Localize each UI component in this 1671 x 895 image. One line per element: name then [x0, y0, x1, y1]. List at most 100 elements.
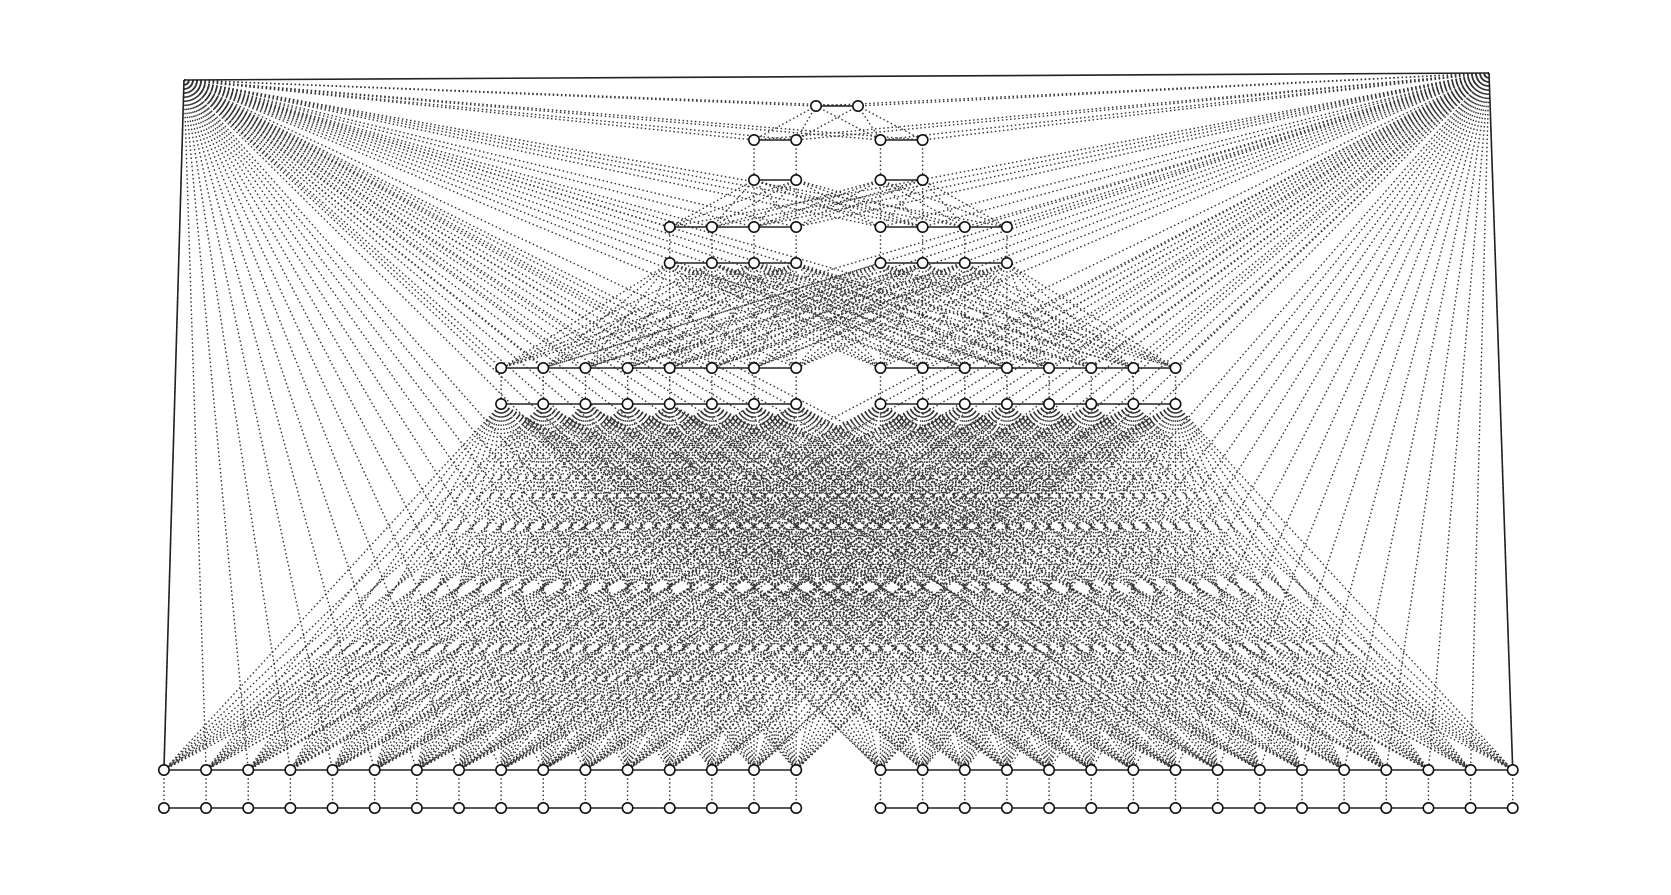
graph-node [790, 801, 803, 814]
hub-fan-edge [711, 72, 1490, 771]
graph-node [495, 397, 508, 410]
lattice-edge [627, 262, 965, 369]
lattice-edge [290, 403, 966, 771]
lattice-edge [205, 403, 797, 771]
hub-fan-edge [183, 79, 965, 228]
hub-fan-edge [183, 79, 502, 771]
graph-node [916, 256, 929, 269]
graph-node [748, 397, 761, 410]
lattice-edge [795, 179, 965, 228]
graph-node [1000, 361, 1013, 374]
hub-fan-edge [183, 79, 1134, 771]
hub-fan-edge [183, 79, 1387, 771]
graph-node [916, 763, 929, 776]
graph-node [705, 397, 718, 410]
lattice-edge [585, 403, 1176, 771]
graph-node [1085, 397, 1098, 410]
lattice-edge [795, 105, 859, 141]
lattice-edge [1174, 403, 1345, 771]
hub-fan-edge [163, 72, 1490, 771]
graph-node [579, 397, 592, 410]
lattice-edge [458, 403, 1050, 771]
lattice-edge [1048, 403, 1177, 771]
graph-node [579, 361, 592, 374]
hub-fan-edge [964, 72, 1490, 771]
graph-node [1295, 763, 1308, 776]
hub-fan-edge [1132, 72, 1490, 771]
graph-node [809, 100, 822, 113]
lattice-edge [500, 403, 1008, 771]
lattice-edge [795, 403, 1177, 771]
graph-node [874, 221, 887, 234]
graph-node [1127, 801, 1140, 814]
lattice-edge [500, 262, 671, 369]
lattice-edge [1048, 403, 1135, 771]
hub-fan-edge [183, 79, 966, 369]
lattice-edge [416, 403, 924, 771]
lattice-edge [626, 403, 713, 771]
graph-node [874, 361, 887, 374]
graph-node [495, 763, 508, 776]
lattice-edge [753, 262, 1008, 369]
graph-node [1043, 763, 1056, 776]
graph-node [326, 763, 339, 776]
lattice-edge [247, 403, 797, 771]
lattice-edge [543, 262, 881, 369]
hub-fan-edge [183, 79, 713, 771]
hub-fan-edge [1217, 72, 1490, 771]
lattice-edge [1006, 403, 1135, 771]
graph-node [748, 134, 761, 147]
graph-node [958, 221, 971, 234]
hub-fan-edge [183, 79, 797, 141]
hub-edge [163, 79, 185, 771]
lattice-edge [922, 262, 1050, 369]
lattice-edge [711, 179, 881, 228]
graph-node [495, 801, 508, 814]
hub-fan-edge [1174, 72, 1490, 771]
hub-fan-edge [183, 79, 881, 141]
lattice-edge [753, 403, 1176, 771]
hub-fan-edge [183, 79, 502, 369]
lattice-edge [922, 403, 1177, 771]
hub-fan-edge [922, 72, 1490, 228]
graph-node [200, 801, 213, 814]
lattice-edge [880, 262, 1008, 369]
hub-fan-edge [500, 72, 1490, 771]
graph-node [705, 221, 718, 234]
hub-fan-edge [543, 72, 1490, 369]
hub-fan-edge [183, 79, 1008, 771]
lattice-edge [627, 262, 881, 369]
lattice-edge [542, 403, 1176, 771]
lattice-edge [542, 403, 1050, 771]
lattice-edge [879, 403, 1134, 771]
graph-node [705, 361, 718, 374]
graph-node [200, 763, 213, 776]
hub-fan-edge [879, 72, 1490, 771]
lattice-edge [331, 403, 544, 771]
graph-node [284, 801, 297, 814]
lattice-edge [1048, 403, 1219, 771]
lattice-edge [1174, 403, 1261, 771]
graph-node [1380, 801, 1393, 814]
graph-node [874, 397, 887, 410]
hub-fan-edge [1301, 72, 1490, 771]
lattice-edge [542, 403, 629, 771]
hub-fan-edge [183, 79, 207, 771]
graph-node [1338, 763, 1351, 776]
graph-node [874, 801, 887, 814]
hub-fan-edge [183, 79, 923, 369]
lattice-edge [857, 105, 882, 141]
graph-node [790, 134, 803, 147]
lattice-edge [1132, 403, 1429, 771]
hub-fan-edge [374, 72, 1490, 771]
graph-node [621, 801, 634, 814]
lattice-edge [247, 403, 755, 771]
graph-node [621, 361, 634, 374]
graph-node [242, 763, 255, 776]
hub-fan-edge [183, 79, 817, 107]
lattice-edge [964, 403, 1177, 771]
hub-fan-edge [1175, 72, 1490, 369]
graph-node [537, 763, 550, 776]
graph-node [1464, 801, 1477, 814]
